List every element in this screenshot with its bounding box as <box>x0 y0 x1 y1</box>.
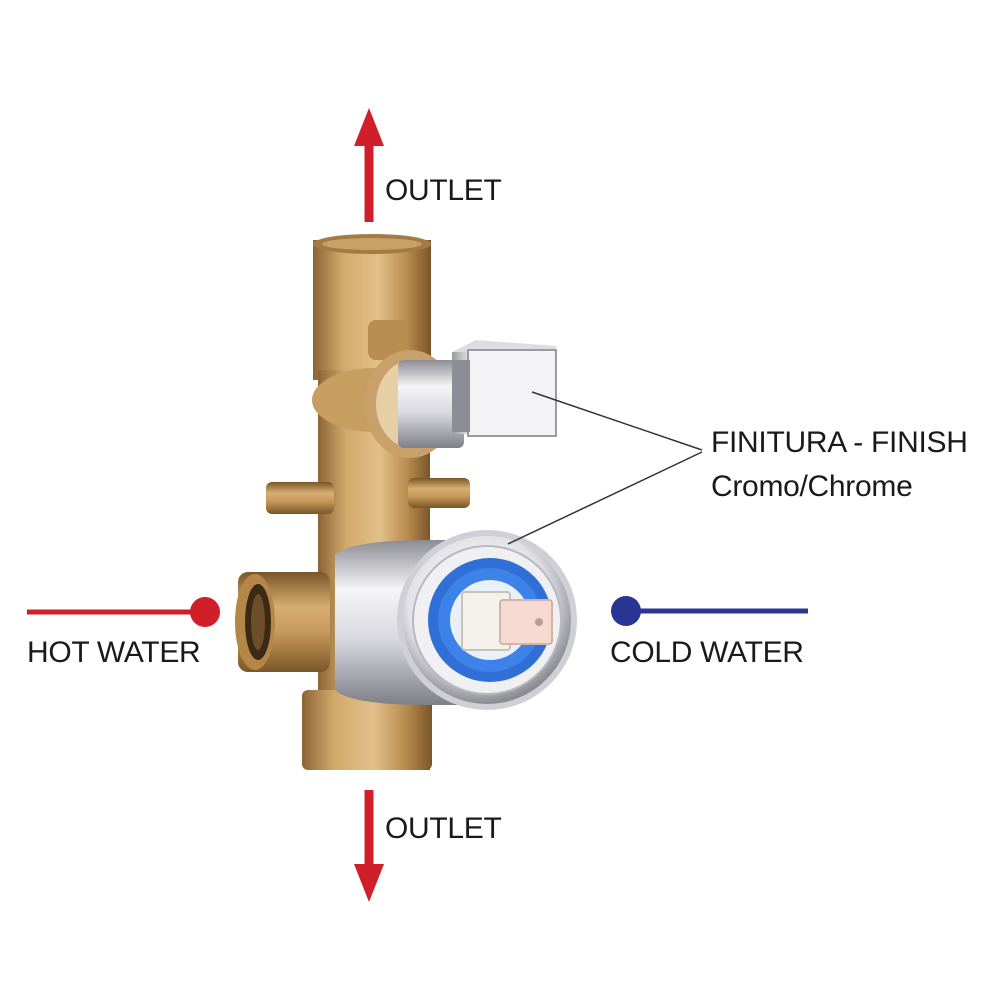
outlet-bottom-arrow <box>354 790 384 902</box>
finish-leader-lines <box>507 391 703 545</box>
finish-title-label: FINITURA - FINISH <box>711 426 968 459</box>
outlet-top-label: OUTLET <box>385 174 502 207</box>
outlet-bottom-label: OUTLET <box>385 812 502 845</box>
hot-water-label: HOT WATER <box>27 636 201 669</box>
cold-water-line <box>611 596 808 626</box>
hot-water-line <box>27 597 220 627</box>
outlet-top-arrow <box>354 108 384 222</box>
diverter-valve <box>364 340 557 458</box>
cold-water-label: COLD WATER <box>610 636 804 669</box>
finish-value-label: Cromo/Chrome <box>711 470 913 503</box>
mixer-cartridge <box>335 530 577 710</box>
